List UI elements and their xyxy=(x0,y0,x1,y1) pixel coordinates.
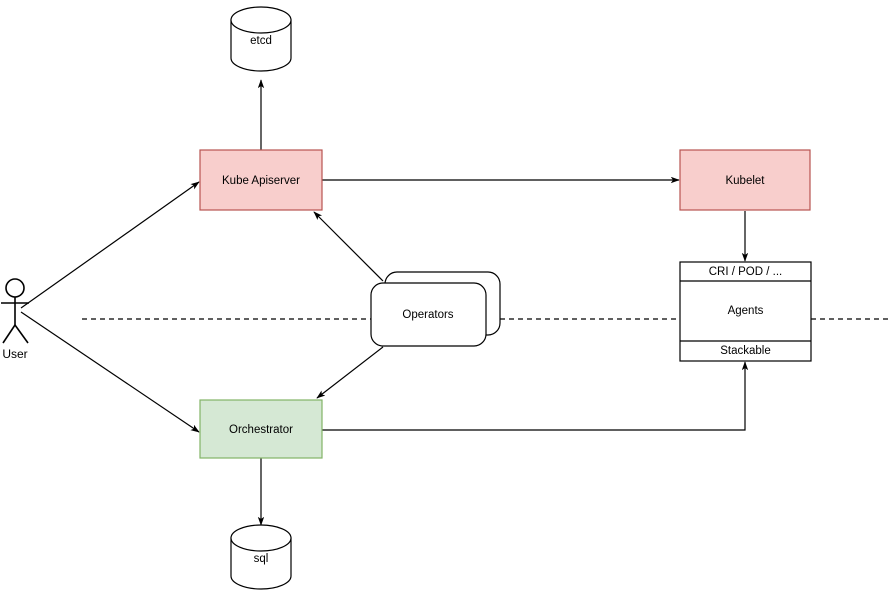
node-etcd[interactable]: etcd xyxy=(230,6,292,72)
node-kubelet-label: Kubelet xyxy=(725,175,765,187)
node-operators-label: Operators xyxy=(402,309,453,321)
node-kube-apiserver[interactable]: Kube Apiserver xyxy=(199,149,323,211)
node-etcd-label: etcd xyxy=(250,35,272,47)
node-user-label: User xyxy=(2,347,27,361)
node-kube-apiserver-label: Kube Apiserver xyxy=(222,175,300,187)
edge-operators-to-orchestrator xyxy=(316,346,384,399)
agents-body-label: Agents xyxy=(728,305,764,317)
node-user[interactable]: User xyxy=(1,278,29,361)
agents-header-label: CRI / POD / ... xyxy=(709,266,782,278)
edge-user-to-orchestrator xyxy=(20,311,200,433)
node-sql-label: sql xyxy=(254,553,269,565)
edge-user-to-kube-apiserver xyxy=(20,181,200,309)
node-operators[interactable]: Operators xyxy=(370,271,501,347)
edge-operators-to-kube-apiserver xyxy=(313,211,384,282)
node-agents[interactable]: CRI / POD / ... Agents Stackable xyxy=(679,261,812,362)
node-orchestrator[interactable]: Orchestrator xyxy=(199,399,323,459)
edge-orchestrator-to-stackable xyxy=(322,361,749,431)
operators-front-card xyxy=(370,282,487,347)
node-kubelet[interactable]: Kubelet xyxy=(679,149,811,211)
node-sql[interactable]: sql xyxy=(230,524,292,590)
node-orchestrator-label: Orchestrator xyxy=(229,424,293,436)
agents-footer-label: Stackable xyxy=(720,345,771,357)
